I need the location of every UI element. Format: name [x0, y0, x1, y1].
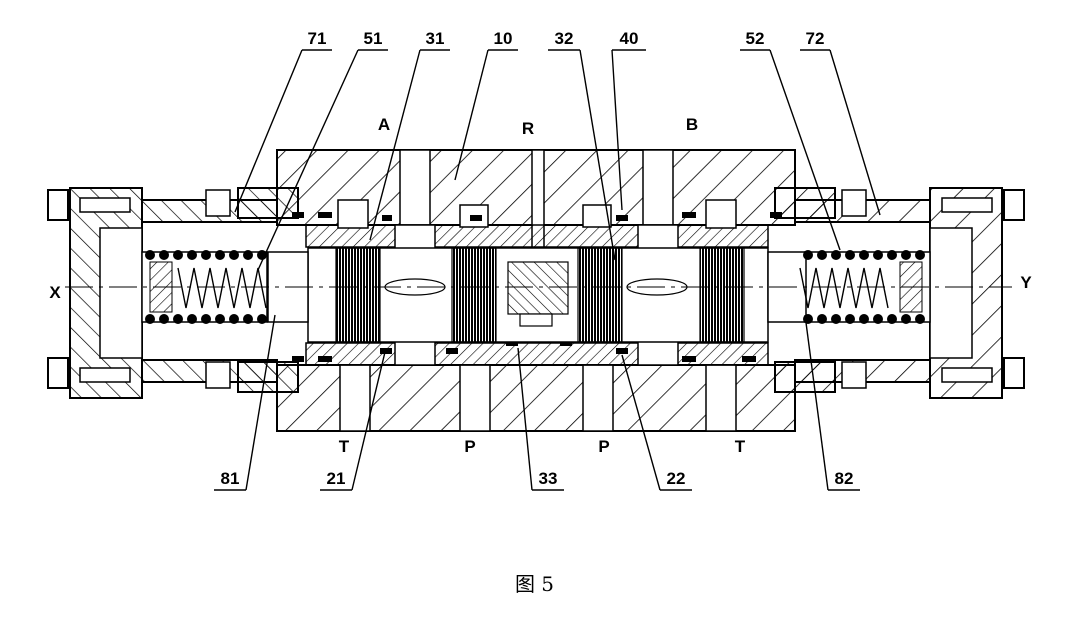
- part-number-22: 22: [667, 469, 686, 488]
- valve-body: [276, 149, 796, 432]
- part-number-82: 82: [835, 469, 854, 488]
- port-label-x: X: [49, 283, 61, 302]
- part-number-71: 71: [308, 29, 327, 48]
- part-number-52: 52: [746, 29, 765, 48]
- part-number-33: 33: [539, 469, 558, 488]
- part-number-10: 10: [494, 29, 513, 48]
- port-label-t-right: T: [735, 437, 746, 456]
- part-number-labels: 71 51 31 10 32 40 52 72 81 21 33 22 82: [221, 29, 854, 488]
- left-end-cap: [47, 187, 309, 399]
- port-label-t-left: T: [339, 437, 350, 456]
- part-number-51: 51: [364, 29, 383, 48]
- part-number-72: 72: [806, 29, 825, 48]
- port-label-r: R: [522, 119, 534, 138]
- right-spring: [799, 250, 925, 324]
- port-label-p-right: P: [598, 437, 609, 456]
- port-label-a: A: [378, 115, 390, 134]
- part-number-21: 21: [327, 469, 346, 488]
- port-labels: A R B X Y T P P T: [49, 115, 1032, 456]
- port-label-b: B: [686, 115, 698, 134]
- part-number-32: 32: [555, 29, 574, 48]
- leader-lines: [214, 49, 881, 491]
- port-label-y: Y: [1020, 273, 1032, 292]
- part-number-81: 81: [221, 469, 240, 488]
- part-number-40: 40: [620, 29, 639, 48]
- right-end-cap: [767, 187, 1025, 399]
- part-number-31: 31: [426, 29, 445, 48]
- figure-caption: 图 5: [514, 572, 555, 596]
- spool: [307, 247, 769, 343]
- port-label-p-left: P: [464, 437, 475, 456]
